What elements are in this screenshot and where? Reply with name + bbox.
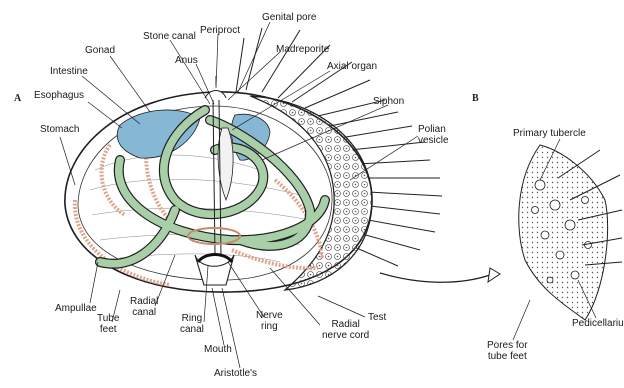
label-primary-tubercle: Primary tubercle <box>513 128 586 139</box>
label-mouth: Mouth <box>204 344 232 355</box>
label-tube-feet: Tube feet <box>97 313 119 335</box>
label-madreporite: Madreporite <box>276 44 329 55</box>
label-periproct: Periproct <box>200 25 240 36</box>
label-pores-for-tube-feet: Pores for tube feet <box>487 340 528 362</box>
label-radial-canal: Radial canal <box>130 296 158 318</box>
label-stomach: Stomach <box>40 124 79 135</box>
magnify-arrow <box>380 273 490 282</box>
panel-label-a: A <box>14 93 21 104</box>
label-test: Test <box>368 312 386 323</box>
label-siphon: Siphon <box>373 96 404 107</box>
label-pedicellarium: Pedicellarium <box>572 318 624 329</box>
label-radial-nerve-cord: Radial nerve cord <box>322 319 369 341</box>
label-stone-canal: Stone canal <box>143 31 196 42</box>
test-fragment <box>519 145 608 320</box>
label-intestine: Intestine <box>50 66 88 77</box>
label-anus: Anus <box>175 55 198 66</box>
panel-label-b: B <box>472 93 479 104</box>
label-esophagus: Esophagus <box>34 90 84 101</box>
label-axial-organ: Axial organ <box>327 61 377 72</box>
label-ampullae: Ampullae <box>55 303 97 314</box>
label-gonad: Gonad <box>85 45 115 56</box>
label-genital-pore: Genital pore <box>262 12 316 23</box>
label-ring-canal: Ring canal <box>180 313 204 335</box>
label-nerve-ring: Nerve ring <box>256 310 283 332</box>
label-polian-vesicle: Polian vesicle <box>418 124 449 146</box>
label-aristotles: Aristotle's <box>214 368 257 379</box>
